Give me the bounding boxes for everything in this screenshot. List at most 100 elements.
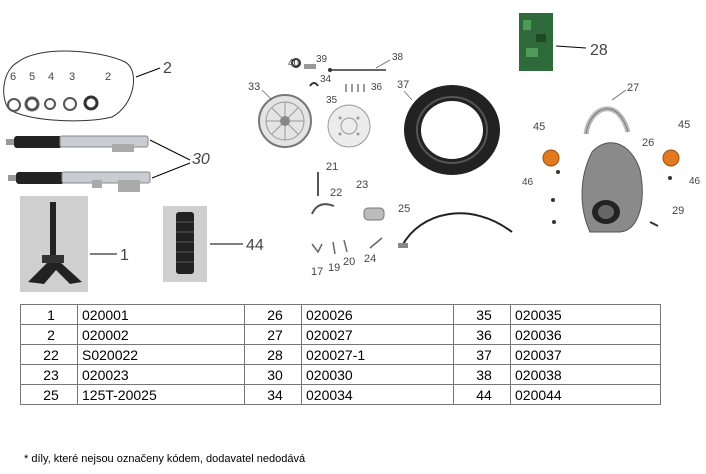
bracket-22 [311, 203, 335, 215]
label-46-left: 46 [522, 177, 534, 188]
label-30: 30 [192, 151, 210, 168]
label-26: 26 [642, 137, 654, 149]
washer-6 [7, 98, 21, 112]
spacer-39 [304, 64, 316, 69]
nut-46-left [556, 170, 560, 174]
part-number: 34 [244, 384, 302, 405]
fork-lower [8, 171, 151, 192]
small-parts-17-20 [311, 239, 348, 255]
part-code: 020023 [77, 364, 245, 385]
nut-40 [291, 58, 301, 68]
label-33: 33 [248, 81, 260, 93]
label-35: 35 [326, 95, 338, 106]
table-row: 22 S020022 28 020027-1 37 020037 [20, 344, 661, 365]
part-number: 35 [453, 304, 511, 325]
label-23: 23 [356, 179, 368, 191]
tire [404, 85, 500, 175]
exhaust [581, 142, 643, 233]
brake-disc [327, 104, 371, 148]
table-row: 1 020001 26 020026 35 020035 [20, 304, 661, 325]
nut-46-right [668, 176, 672, 180]
label-25: 25 [398, 203, 410, 215]
part-number: 30 [244, 364, 302, 385]
part-code: S020022 [77, 344, 245, 365]
part-code: 020027 [301, 324, 454, 345]
parts-table: 1 020001 26 020026 35 020035 2 020002 27… [20, 304, 661, 405]
bolt-29 [649, 221, 659, 227]
label-1: 1 [120, 247, 129, 264]
part-code: 020037 [510, 344, 661, 365]
part-code: 020034 [301, 384, 454, 405]
part-number: 2 [20, 324, 78, 345]
part-number: 44 [453, 384, 511, 405]
label-37: 37 [397, 79, 409, 91]
washer-4 [44, 98, 56, 110]
washer-3 [63, 97, 77, 111]
label-6: 6 [10, 71, 16, 83]
part-number: 37 [453, 344, 511, 365]
indicator-right [662, 149, 680, 167]
footnote: * díly, které nejsou označeny kódem, dod… [24, 453, 306, 465]
label-27: 27 [627, 82, 639, 94]
label-17: 17 [311, 266, 323, 278]
bolts-bottom [551, 198, 556, 224]
label-2-small: 2 [105, 71, 111, 83]
label-46-right: 46 [689, 176, 701, 187]
part-code: 125T-20025 [77, 384, 245, 405]
label-34: 34 [320, 74, 332, 85]
label-29: 29 [672, 205, 684, 217]
wheel-rim [258, 94, 312, 148]
washer-group-outline [3, 50, 134, 122]
label-20: 20 [343, 256, 355, 268]
label-38: 38 [392, 52, 404, 63]
part-number: 23 [20, 364, 78, 385]
part-code: 020026 [301, 304, 454, 325]
parts-diagram: 6 5 4 3 2 2 30 1 44 [3, 13, 701, 292]
label-36: 36 [371, 82, 383, 93]
washer-5 [24, 96, 40, 112]
axle-38 [328, 68, 386, 72]
part-code: 020036 [510, 324, 661, 345]
clip-34 [309, 82, 319, 87]
speedo-cable [398, 212, 513, 248]
label-45-right: 45 [678, 119, 690, 131]
part-number: 36 [453, 324, 511, 345]
part-number: 25 [20, 384, 78, 405]
part-24 [369, 237, 383, 249]
part-number: 38 [453, 364, 511, 385]
label-22: 22 [330, 187, 342, 199]
label-39: 39 [316, 54, 328, 65]
table-row: 2 020002 27 020027 36 020036 [20, 324, 661, 345]
fork-upper [6, 135, 149, 152]
part-number: 28 [244, 344, 302, 365]
part-code: 020044 [510, 384, 661, 405]
table-row: 25 125T-20025 34 020034 44 020044 [20, 384, 661, 405]
washer-2 [83, 95, 99, 111]
box-28 [519, 13, 553, 71]
label-45-left: 45 [533, 121, 545, 133]
label-19: 19 [328, 262, 340, 274]
label-44: 44 [246, 237, 264, 254]
label-24: 24 [364, 253, 376, 265]
label-4: 4 [48, 71, 54, 83]
part-number: 1 [20, 304, 78, 325]
part-number: 22 [20, 344, 78, 365]
label-21: 21 [326, 161, 338, 173]
grab-handle [583, 106, 631, 135]
bolts-36 [345, 84, 365, 92]
part-code: 020030 [301, 364, 454, 385]
table-row: 23 020023 30 020030 38 020038 [20, 364, 661, 385]
speedo-drive-23 [363, 207, 385, 221]
label-5: 5 [29, 71, 35, 83]
part-code: 020038 [510, 364, 661, 385]
fork-boot [176, 212, 194, 274]
label-40: 40 [288, 58, 300, 69]
part-code: 020027-1 [301, 344, 454, 365]
indicator-left [542, 149, 560, 167]
part-number: 26 [244, 304, 302, 325]
steering-stem [28, 202, 82, 284]
label-3: 3 [69, 71, 75, 83]
label-2: 2 [163, 60, 172, 77]
part-code: 020001 [77, 304, 245, 325]
label-28: 28 [590, 42, 608, 59]
